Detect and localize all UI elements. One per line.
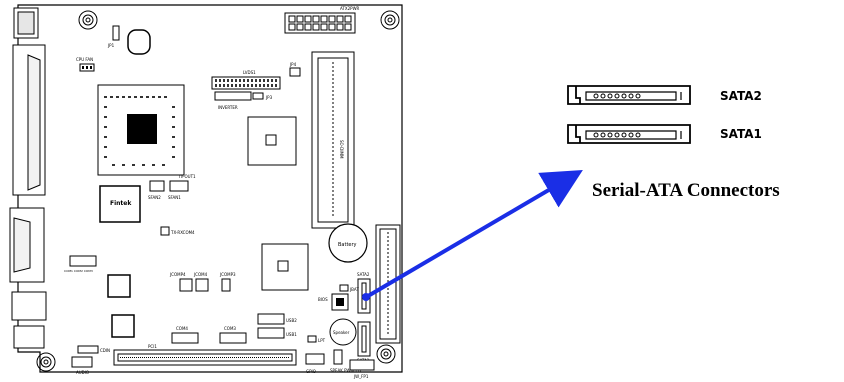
jp3-label: JP3 xyxy=(265,95,273,100)
jcom-jumpers: JCOMP4 JCOM4 JCOMP3 xyxy=(169,272,236,292)
sata1-connector-drawing xyxy=(567,124,691,144)
tv-out-label: TV-OUT1 xyxy=(177,174,196,179)
jp1-jumper: JP1 xyxy=(107,25,120,48)
cdin-label: CDIN xyxy=(100,348,110,353)
lpt-label: LPT xyxy=(318,338,326,343)
mounting-holes xyxy=(36,10,400,372)
sfan2-label: SFAN2 xyxy=(148,195,161,200)
diagram-caption: Serial-ATA Connectors xyxy=(592,180,780,201)
com-header-label: COM1 COM2 COM3 xyxy=(64,269,93,273)
jp4-jumper: JP4 xyxy=(289,62,301,77)
atx-power-connector: ATX2PWR xyxy=(284,6,360,34)
sfan1-label: SFAN1 xyxy=(168,195,181,200)
inverter-header: INVERTER xyxy=(214,91,252,110)
rear-io-panel xyxy=(9,7,47,349)
jbat-jumper: JBAT xyxy=(339,284,359,292)
jcomp4-label: JCOMP4 xyxy=(169,272,186,277)
gpio-header: GPIO xyxy=(305,353,325,374)
jp3-jumper: JP3 xyxy=(252,92,273,100)
sata2-pins xyxy=(593,93,641,99)
jcomp3-label: JCOMP3 xyxy=(219,272,236,277)
cdin-header: CDIN xyxy=(77,345,110,354)
rs-rxcom4-label: TX-RXCOM4 xyxy=(170,230,195,235)
speak-pwrled-header: SPEAK PWRLED xyxy=(330,349,361,373)
lvds-label: LVDS1 xyxy=(243,70,256,75)
jp4-label: JP4 xyxy=(289,62,297,67)
jcom4-label: JCOM4 xyxy=(193,272,208,277)
tv-out-header: TV-OUT1 xyxy=(169,174,196,192)
audio-header: AUDIO xyxy=(71,356,93,375)
lpt-header: LPT xyxy=(307,335,326,343)
pci-slot: PCI1 xyxy=(113,344,297,366)
sata1-pins xyxy=(593,132,641,138)
pointer-arrow xyxy=(366,169,583,298)
jw-fp1-label: JW_FP1 xyxy=(353,374,369,379)
cpu-fan-label: CPU FAN xyxy=(76,57,93,62)
usb2-label: USB2 xyxy=(286,318,297,323)
speaker-label: Speaker xyxy=(333,330,350,335)
com-header: COM1 COM2 COM3 xyxy=(64,255,97,273)
speak-pwrled-label: SPEAK PWRLED xyxy=(330,368,361,373)
cpu-package xyxy=(97,84,185,176)
jp1-label: JP1 xyxy=(107,43,115,48)
jbat-label: JBAT xyxy=(349,287,359,292)
atx-power-label: ATX2PWR xyxy=(340,6,360,11)
audio-label: AUDIO xyxy=(76,370,89,375)
com4-com3-headers: COM4 COM3 xyxy=(171,326,247,344)
capacitor xyxy=(127,29,151,55)
com3-label: COM3 xyxy=(224,326,236,331)
sata1-callout-label: SATA1 xyxy=(720,127,762,141)
usb-headers: USB2 USB1 xyxy=(257,313,297,339)
bios-chip: BIOS xyxy=(318,293,349,311)
pci1-label: PCI1 xyxy=(148,344,157,349)
sata2-callout-label: SATA2 xyxy=(720,89,762,103)
battery-label: Battery xyxy=(338,242,357,248)
sfan-headers: SFAN2 SFAN1 xyxy=(148,180,181,200)
usb1-label: USB1 xyxy=(286,332,297,337)
lvds-header: LVDS1 xyxy=(211,70,281,90)
fintek-label: Fintek xyxy=(110,200,132,207)
so-dimm-slot: SO-DIMM xyxy=(311,51,355,229)
so-dimm-label: SO-DIMM xyxy=(339,140,344,159)
arrow-origin-dot xyxy=(362,293,370,301)
front-panel-header: JW_FP1 xyxy=(349,359,375,379)
southbridge-chip xyxy=(261,243,309,291)
northbridge-chip xyxy=(247,116,297,166)
bios-label: BIOS xyxy=(318,297,328,302)
com4-label: COM4 xyxy=(176,326,188,331)
audio-chip xyxy=(111,314,135,338)
rs232-header: TX-RXCOM4 xyxy=(160,226,195,236)
onboard-sata2-label: SATA2 xyxy=(357,272,370,277)
inverter-label: INVERTER xyxy=(218,105,238,110)
cpu-fan-header: CPU FAN xyxy=(76,57,95,72)
gpio-label: GPIO xyxy=(306,369,316,374)
lan-chip xyxy=(107,274,131,298)
sata2-connector-drawing xyxy=(567,85,691,105)
speaker: Speaker xyxy=(329,318,357,346)
fintek-chip: Fintek xyxy=(99,185,141,223)
battery: Battery xyxy=(328,223,368,263)
onboard-sata-connectors: SATA2 SATA1 xyxy=(357,272,371,363)
